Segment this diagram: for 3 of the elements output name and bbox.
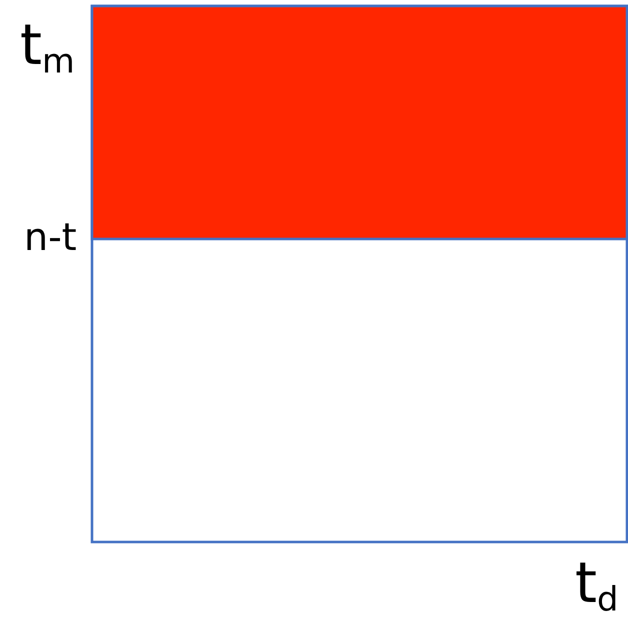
axis-label: t$_{m}$ bbox=[20, 18, 75, 78]
axis-tick-label: n-t bbox=[24, 218, 77, 256]
axis-label: t$_{d}$ bbox=[575, 556, 618, 616]
